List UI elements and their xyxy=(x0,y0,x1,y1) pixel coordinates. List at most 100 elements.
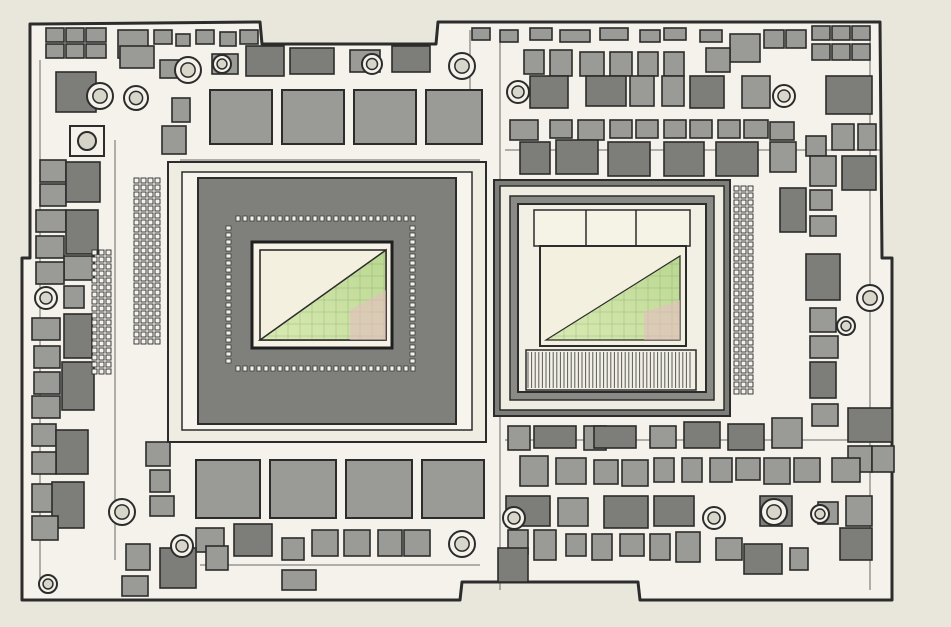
smd-component xyxy=(39,183,67,207)
bga-pad xyxy=(740,381,747,388)
mounting-holes xyxy=(34,52,884,594)
bga-pad xyxy=(91,305,98,312)
bga-pad xyxy=(733,388,740,395)
smd-component xyxy=(689,119,713,139)
smd-component xyxy=(153,29,173,45)
smd-component xyxy=(31,515,59,541)
smd-component xyxy=(705,47,731,73)
mounting-hole-inner xyxy=(766,504,782,520)
bga-pad xyxy=(105,312,112,319)
die-pin xyxy=(396,365,402,372)
smd-component xyxy=(653,457,675,483)
die-pin xyxy=(298,215,304,222)
smd-component xyxy=(591,533,613,561)
die-pin xyxy=(409,330,416,336)
smd-component xyxy=(635,119,659,139)
bga-pad xyxy=(740,199,747,206)
die-pin xyxy=(225,302,232,308)
bga-pad xyxy=(733,381,740,388)
smd-component xyxy=(831,43,851,61)
mounting-hole-inner xyxy=(365,57,379,71)
die-pin xyxy=(382,365,388,372)
memory-modules-bottom xyxy=(195,459,485,519)
bga-pad xyxy=(105,368,112,375)
bga-pad xyxy=(91,298,98,305)
bga-pad xyxy=(154,184,161,191)
die-pin xyxy=(225,309,232,315)
mounting-hole-inner xyxy=(814,508,826,520)
bga-pad xyxy=(747,388,754,395)
bga-pad xyxy=(140,289,147,296)
bga-pad xyxy=(105,277,112,284)
smd-component xyxy=(557,497,589,527)
smd-component xyxy=(499,29,519,43)
smd-component xyxy=(391,45,431,73)
bga-pad xyxy=(140,331,147,338)
bga-pad xyxy=(140,338,147,345)
bga-pad xyxy=(98,256,105,263)
die-pin xyxy=(225,232,232,238)
smd-component xyxy=(789,547,809,571)
bga-pad-column-left xyxy=(133,177,161,345)
smd-component xyxy=(811,43,831,61)
smd-component xyxy=(35,235,65,259)
bga-pad xyxy=(154,261,161,268)
smd-component xyxy=(681,457,703,483)
smd-component xyxy=(629,75,655,107)
die-pin xyxy=(263,215,269,222)
smd-component xyxy=(663,119,687,139)
bga-pad xyxy=(740,276,747,283)
smd-component xyxy=(519,141,551,175)
smd-component xyxy=(609,51,633,77)
die-pin xyxy=(284,365,290,372)
bga-pad xyxy=(740,192,747,199)
smd-component xyxy=(311,529,339,557)
corner-socket xyxy=(69,125,105,157)
smd-component xyxy=(717,119,741,139)
bga-pad xyxy=(154,282,161,289)
smd-component xyxy=(607,141,651,177)
bga-pad xyxy=(105,333,112,340)
smd-component xyxy=(33,371,61,395)
bga-pad xyxy=(747,241,754,248)
bga-pad xyxy=(747,318,754,325)
smd-component xyxy=(31,317,61,341)
die-pin xyxy=(333,215,339,222)
die-pin xyxy=(263,365,269,372)
die-pin xyxy=(277,215,283,222)
bga-pad xyxy=(91,263,98,270)
die-pin xyxy=(305,365,311,372)
smd-component xyxy=(31,395,61,419)
bga-pad xyxy=(733,346,740,353)
bga-pad xyxy=(133,212,140,219)
bga-pad xyxy=(747,339,754,346)
die-pin xyxy=(396,215,402,222)
bga-pad xyxy=(733,339,740,346)
bga-pad xyxy=(91,291,98,298)
bga-pad xyxy=(740,234,747,241)
bga-pad xyxy=(105,361,112,368)
bga-pad xyxy=(133,240,140,247)
bga-pad xyxy=(147,219,154,226)
bga-pad xyxy=(740,332,747,339)
smd-component xyxy=(769,141,797,173)
bga-pad xyxy=(91,256,98,263)
die-pin xyxy=(347,215,353,222)
mounting-hole-inner xyxy=(114,504,130,520)
smd-component xyxy=(31,451,57,475)
smd-component xyxy=(763,29,785,49)
bga-pad xyxy=(98,368,105,375)
bga-pad xyxy=(105,305,112,312)
die-pin xyxy=(368,215,374,222)
smd-component xyxy=(55,429,89,475)
smd-component xyxy=(377,529,403,557)
bga-pad xyxy=(98,319,105,326)
bga-pad xyxy=(140,296,147,303)
bga-pad xyxy=(747,227,754,234)
bga-pad xyxy=(733,367,740,374)
bga-pad xyxy=(133,177,140,184)
bga-pad xyxy=(733,311,740,318)
smd-component xyxy=(763,457,791,485)
bga-pad xyxy=(147,324,154,331)
smd-component xyxy=(805,253,841,301)
